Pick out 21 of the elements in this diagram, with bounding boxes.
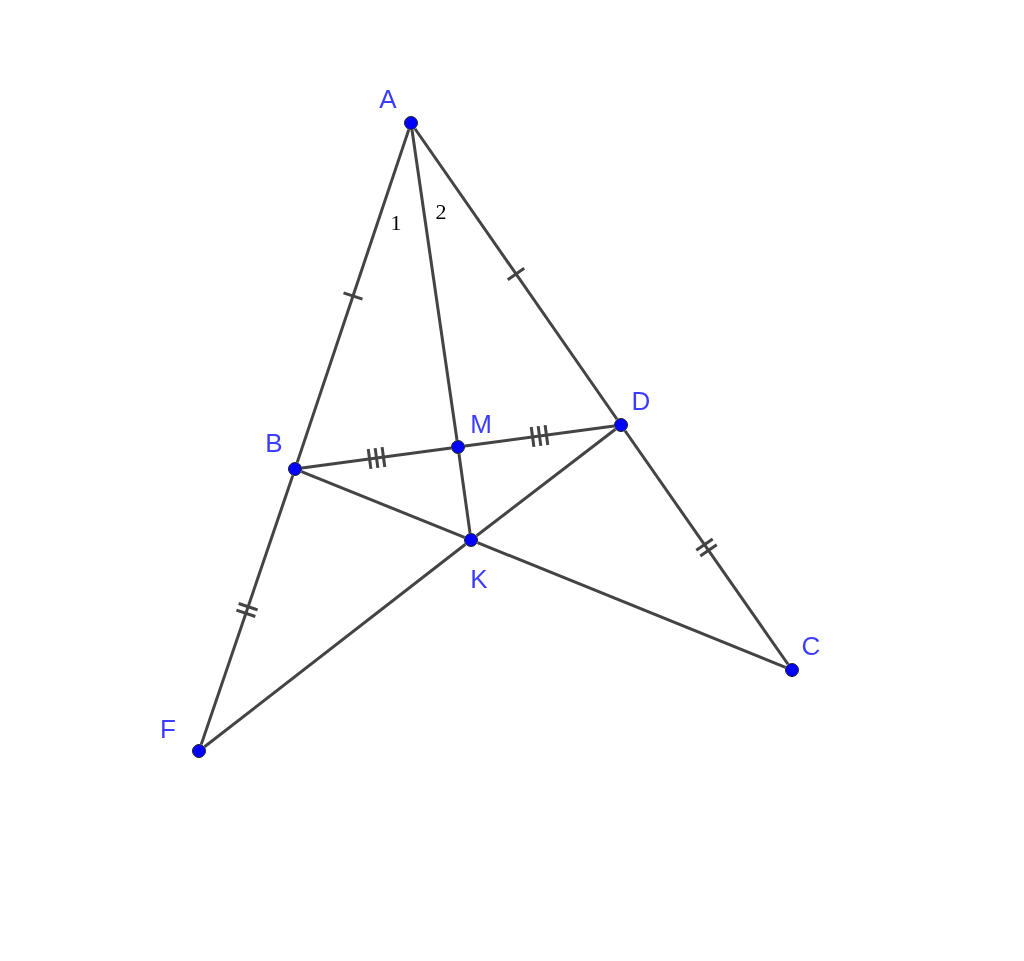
line-segment	[295, 129, 411, 463]
line-segment	[413, 127, 619, 421]
angle-label: 2	[435, 201, 447, 223]
line-segment	[475, 428, 617, 537]
angle-label: 1	[390, 212, 402, 234]
line-segment	[203, 543, 467, 748]
point-label: C	[801, 633, 821, 659]
line-segment	[457, 453, 472, 534]
line-segment	[476, 541, 787, 669]
point-label: D	[631, 388, 651, 414]
point-label: M	[470, 411, 492, 437]
point-label: F	[160, 716, 176, 742]
line-segment	[301, 446, 452, 470]
point-label: K	[470, 566, 488, 592]
point-label: B	[265, 430, 283, 456]
point-label: A	[379, 86, 397, 112]
line-segment	[410, 129, 459, 441]
line-segment	[623, 429, 790, 666]
line-segment	[199, 475, 295, 745]
line-segment	[300, 470, 466, 539]
line-segment	[464, 424, 615, 448]
